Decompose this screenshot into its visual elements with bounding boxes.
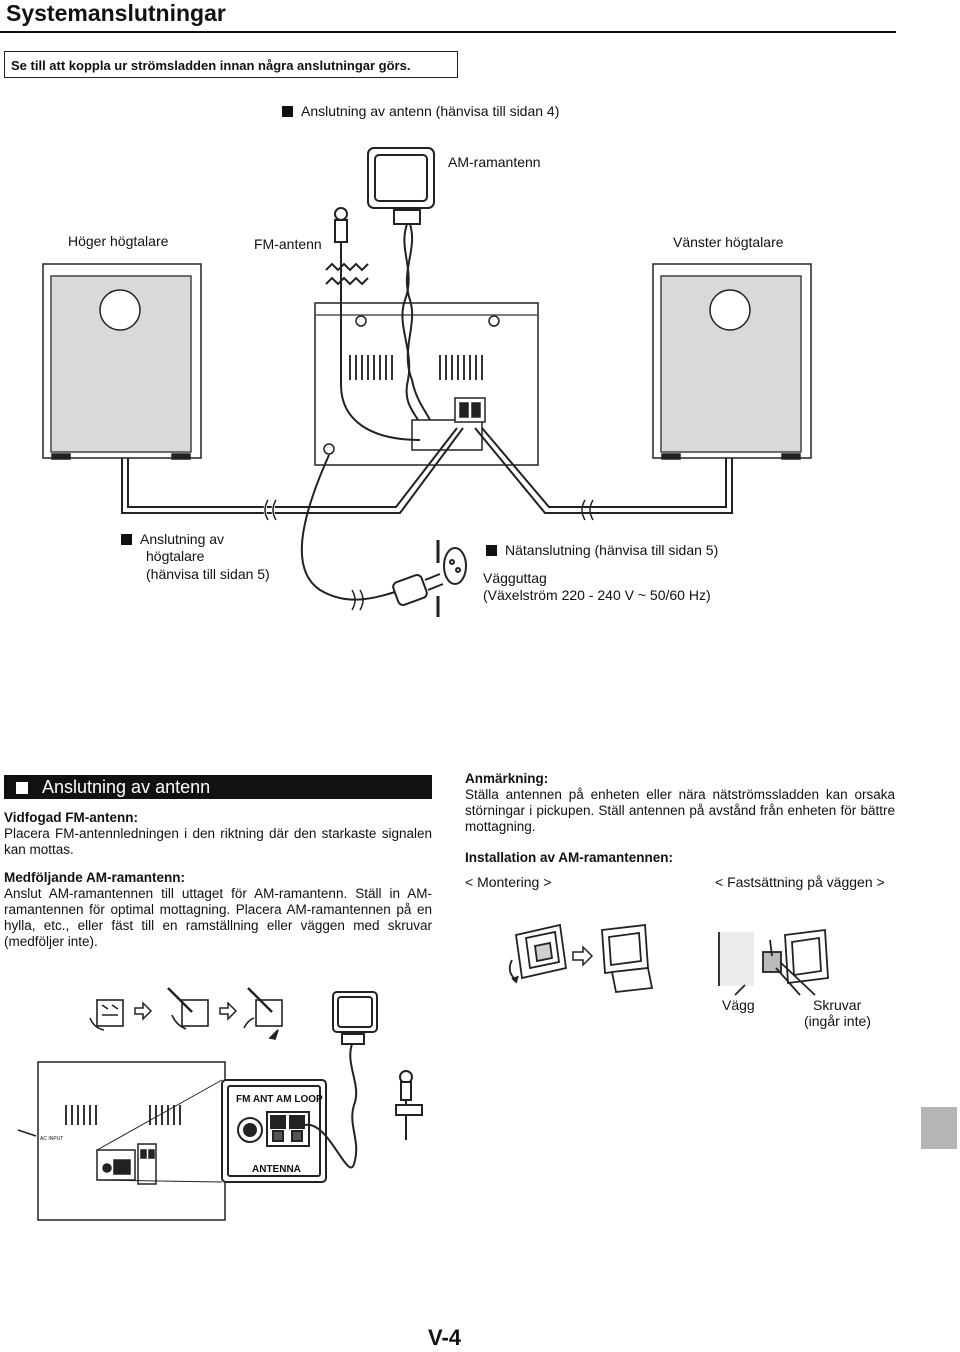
note-text: Ställa antennen på enheten eller nära nä…	[465, 787, 895, 834]
am-loop-antenna-icon	[367, 147, 435, 421]
fm-ant-label: FM ANT	[236, 1094, 274, 1105]
terminal-press-icon	[89, 999, 124, 1031]
antenna-section-header: Anslutning av antenn	[4, 775, 432, 799]
terminal-release-icon	[243, 987, 283, 1040]
install-title: Installation av AM-ramantennen:	[465, 850, 674, 865]
antenna-connection-heading-text: Anslutning av antenn (hänvisa till sidan…	[301, 103, 560, 119]
terminal-insert-icon	[167, 987, 209, 1030]
bullet-icon	[121, 534, 132, 545]
speaker-cables-icon	[121, 427, 733, 521]
fm-antenna-block: Vidfogad FM-antenn: Placera FM-antennled…	[4, 810, 432, 858]
speaker-connection-line3: (hänvisa till sidan 5)	[146, 566, 270, 582]
wall-socket-icon	[436, 540, 467, 617]
wall-mount-label: < Fastsättning på väggen >	[715, 874, 885, 890]
am-loop-folded-icon	[508, 923, 568, 984]
am-antenna-block: Medföljande AM-ramantenn: Anslut AM-rama…	[4, 870, 432, 950]
speaker-connection-line2: högtalare	[146, 548, 205, 564]
bullet-icon	[282, 106, 293, 117]
antenna-terminal-label: ANTENNA	[252, 1164, 301, 1175]
wall-socket-spec: (Växelström 220 - 240 V ~ 50/60 Hz)	[483, 587, 711, 603]
am-loop-label: AM-ramantenn	[448, 154, 541, 170]
wall-mount-icon	[718, 928, 829, 996]
power-connection-text: Nätanslutning (hänvisa till sidan 5)	[505, 542, 719, 558]
fm-antenna-label: FM-antenn	[254, 236, 322, 252]
note-title: Anmärkning:	[465, 771, 549, 786]
power-connection-label: Nätanslutning (hänvisa till sidan 5)	[486, 542, 718, 558]
right-speaker-label: Höger högtalare	[68, 233, 169, 249]
arrow-right-icon	[572, 945, 594, 967]
install-title-wrap: Installation av AM-ramantennen:	[465, 850, 673, 866]
am-antenna-text: Anslut AM-ramantennen till uttaget för A…	[4, 886, 432, 949]
left-speaker-icon	[652, 263, 812, 460]
speaker-connection-line1: Anslutning av	[140, 531, 225, 547]
wall-socket-label: Vägguttag	[483, 570, 547, 586]
main-unit-rear-bottom-icon	[17, 1061, 226, 1221]
wall-label: Vägg	[722, 997, 755, 1013]
speaker-connection-label: Anslutning av	[121, 531, 224, 547]
antenna-section-header-text: Anslutning av antenn	[42, 777, 211, 797]
screws-label-line1: Skruvar	[813, 997, 862, 1013]
screws-label-line2: (ingår inte)	[804, 1013, 871, 1029]
am-loop-antenna-icon	[332, 991, 378, 1161]
arrow-right-icon	[134, 1001, 153, 1021]
bullet-icon	[16, 782, 28, 794]
am-antenna-title: Medföljande AM-ramantenn:	[4, 870, 186, 885]
page-tab-marker	[921, 1107, 957, 1149]
page-title: Systemanslutningar	[6, 0, 226, 26]
zoom-lines	[96, 1079, 223, 1183]
am-loop-standing-icon	[601, 923, 654, 993]
bullet-icon	[486, 545, 497, 556]
note-block: Anmärkning: Ställa antennen på enheten e…	[465, 771, 895, 835]
fm-antenna-wire-icon	[325, 207, 421, 441]
arrow-right-icon	[219, 1001, 238, 1021]
antenna-wires-icon	[304, 1070, 423, 1169]
warning-box: Se till att koppla ur strömsladden innan…	[4, 51, 458, 78]
left-speaker-label: Vänster högtalare	[673, 234, 784, 250]
antenna-terminal-detail-icon	[221, 1079, 327, 1183]
am-loop-terminal-label: AM LOOP	[276, 1094, 323, 1105]
antenna-connection-heading: Anslutning av antenn (hänvisa till sidan…	[282, 103, 559, 119]
right-speaker-icon	[42, 263, 202, 460]
title-rule	[0, 31, 896, 33]
power-cable-icon	[300, 454, 444, 611]
page-number: V-4	[428, 1325, 462, 1350]
ac-input-label: AC INPUT	[40, 1136, 64, 1142]
mounting-label: < Montering >	[465, 874, 552, 890]
fm-antenna-text: Placera FM-antennledningen i den riktnin…	[4, 826, 432, 857]
fm-antenna-title: Vidfogad FM-antenn:	[4, 810, 138, 825]
